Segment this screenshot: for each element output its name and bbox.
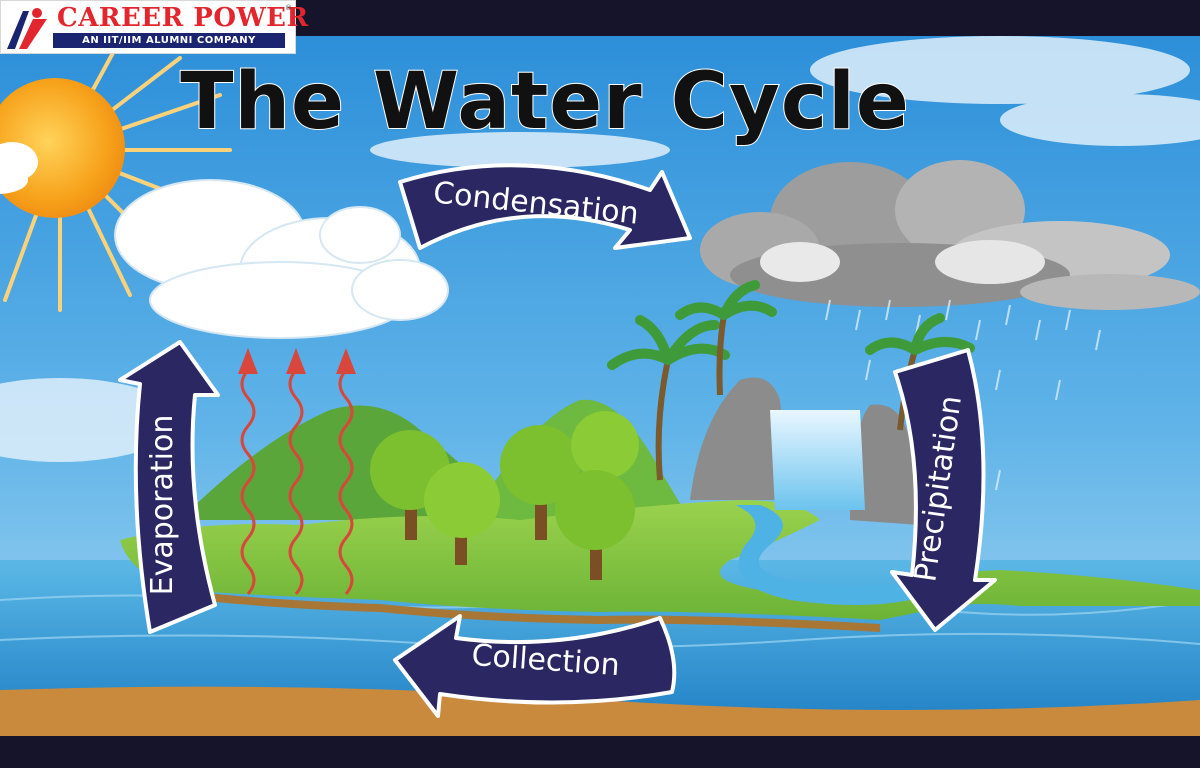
brand-trademark: ® xyxy=(285,4,292,12)
brand-logo: CAREER POWER ® AN IIT/IIM ALUMNI COMPANY xyxy=(0,0,296,54)
evaporation-label: Evaporation xyxy=(145,415,180,596)
brand-tagline: AN IIT/IIM ALUMNI COMPANY xyxy=(53,33,285,48)
brand-name: CAREER POWER xyxy=(57,3,309,33)
brand-mark-icon xyxy=(3,5,51,51)
waterfall xyxy=(770,410,865,510)
diagram-title: The Water Cycle xyxy=(180,57,909,147)
